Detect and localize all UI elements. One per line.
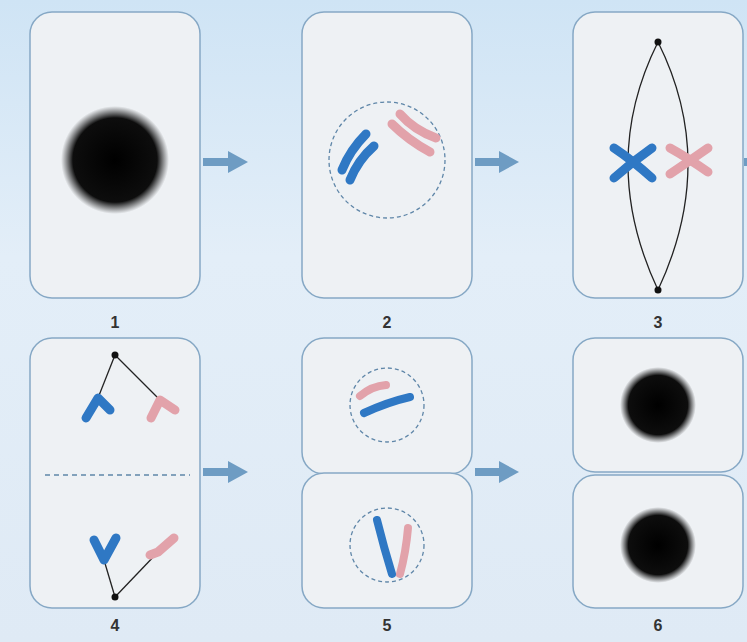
- nucleus: [620, 507, 696, 583]
- stage-number: 3: [573, 314, 743, 332]
- cell-stage: 4: [30, 338, 200, 635]
- nuclear-envelope: [329, 102, 445, 218]
- stage-number: 5: [302, 617, 472, 635]
- chromosome: [151, 400, 175, 418]
- cell-stage: 5: [302, 338, 472, 635]
- chromosome: [86, 398, 110, 418]
- stage-number: 4: [30, 617, 200, 635]
- cell-stage: 6: [573, 338, 743, 635]
- stage-number: 6: [573, 617, 743, 635]
- nucleus: [61, 106, 169, 214]
- chromosome: [614, 148, 652, 178]
- nuclear-envelope: [350, 368, 424, 442]
- cell-outlines: [30, 12, 743, 608]
- spindle-pole: [112, 594, 119, 601]
- chromosome: [350, 146, 374, 180]
- chromosome: [400, 114, 436, 138]
- spindle-pole: [655, 287, 662, 294]
- chromosome: [94, 538, 116, 560]
- stage-arrow: [475, 158, 501, 166]
- chromosome: [364, 397, 410, 413]
- stage-number: 1: [30, 314, 200, 332]
- chromosome: [614, 148, 652, 178]
- cell-stage: 1: [30, 12, 200, 332]
- chromosome: [400, 528, 408, 574]
- nuclear-envelope: [350, 508, 424, 582]
- cell-stage: 3: [573, 12, 743, 332]
- arrow-stub: [744, 158, 747, 166]
- stage-arrow: [203, 468, 230, 476]
- equator-line: [45, 474, 190, 475]
- stage-arrow: [203, 158, 230, 166]
- nucleus: [620, 367, 696, 443]
- stage-number: 2: [302, 314, 472, 332]
- spindle-pole: [655, 39, 662, 46]
- stage-arrow: [475, 468, 501, 476]
- chromosome: [360, 385, 386, 396]
- cell-stage: 2: [302, 12, 472, 332]
- chromosome: [150, 538, 174, 555]
- chromosome: [377, 520, 392, 574]
- spindle-pole: [112, 352, 119, 359]
- chromosome: [670, 148, 708, 174]
